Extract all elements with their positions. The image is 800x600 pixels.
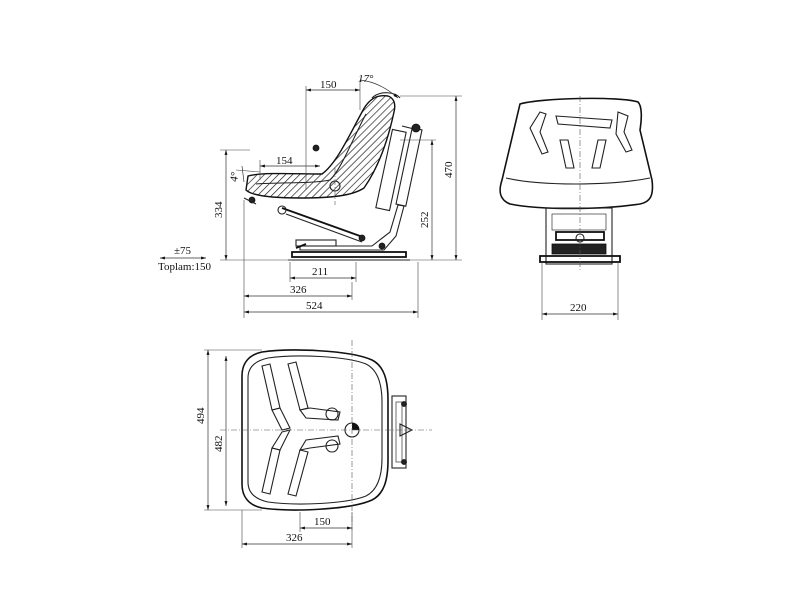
- front-view: 220: [499, 96, 654, 320]
- dim-tilt-angle: 17°: [358, 73, 374, 85]
- dim-cushion-depth: 154: [276, 155, 293, 167]
- dim-plan-outer-width: 494: [195, 407, 207, 424]
- adjust-range-label: ±75: [174, 245, 192, 257]
- dim-seat-angle: 4°: [228, 171, 242, 183]
- front-slot-right: [615, 111, 633, 153]
- dim-plan-length: 326: [286, 532, 303, 544]
- plan-view: 494 482 150 326: [195, 340, 432, 548]
- dim-plan-offset: 150: [314, 516, 331, 528]
- side-view: 150 17° 154 4° 334 470 252 211 32: [158, 73, 462, 318]
- dim-total-height: 470: [443, 161, 455, 178]
- dim-rail-width: 211: [312, 266, 328, 278]
- dim-seat-height: 334: [213, 201, 225, 218]
- plan-seat-outline: [241, 349, 389, 511]
- suspension-spring: [395, 127, 423, 207]
- dim-overall-length: 524: [306, 300, 323, 312]
- front-slot-left: [529, 111, 549, 155]
- suspension-strut: [375, 128, 407, 212]
- adjust-total-label: Toplam:150: [158, 261, 212, 273]
- dim-front-width: 220: [570, 302, 587, 314]
- seat-shell-section: [245, 94, 396, 199]
- backrest-outline: [371, 92, 401, 99]
- front-mechanism: [545, 207, 613, 265]
- dim-mount-height: 252: [419, 212, 431, 229]
- dim-plan-inner-width: 482: [213, 436, 225, 453]
- dim-slide-length: 326: [290, 284, 307, 296]
- seat-shell-inner: [255, 113, 367, 185]
- plan-mount-rail: [391, 395, 407, 469]
- adjust-knob-icon: [411, 123, 421, 133]
- linkage-arm: [281, 207, 361, 237]
- front-seat-back: [499, 97, 654, 210]
- dim-side-top-width: 150: [320, 79, 337, 91]
- base-rail: [291, 251, 407, 258]
- base-frame: [299, 204, 405, 251]
